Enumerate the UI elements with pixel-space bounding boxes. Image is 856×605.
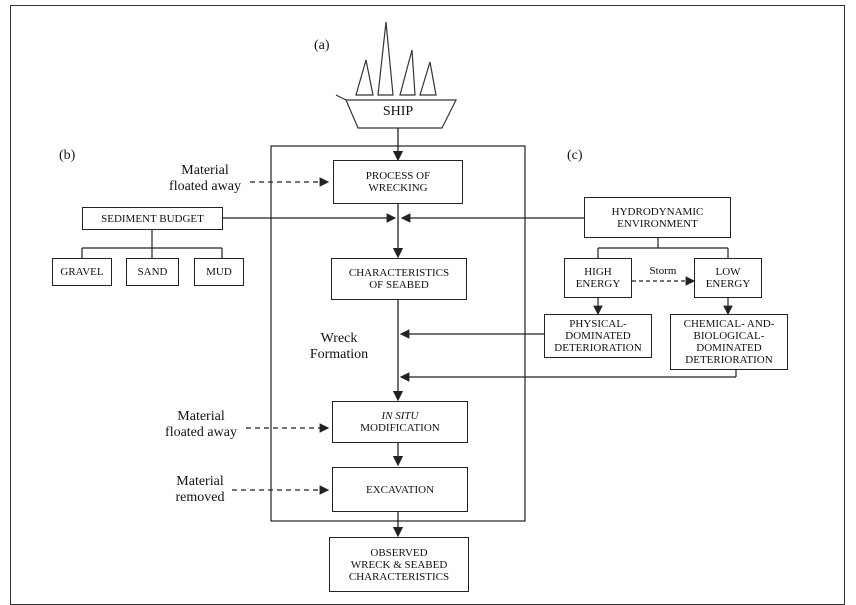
wreck-formation-label: Wreck Formation: [299, 331, 379, 363]
chemical-line-2: BIOLOGICAL-: [693, 330, 765, 342]
high-energy-box: HIGH ENERGY: [564, 258, 632, 298]
material-removed-label: Material removed: [175, 474, 225, 505]
hydrodynamic-line-1: HYDRODYNAMIC: [611, 205, 704, 218]
ship-icon: [335, 21, 457, 129]
high-energy-line-2: ENERGY: [575, 278, 621, 290]
gravel-box: GRAVEL: [52, 258, 112, 286]
physical-line-3: DETERIORATION: [554, 342, 642, 354]
physical-line-1: PHYSICAL-: [569, 318, 627, 330]
observed-line-3: CHARACTERISTICS: [348, 570, 450, 583]
panel-label-c: (c): [567, 148, 583, 163]
sand-box: SAND: [126, 258, 179, 286]
physical-line-2: DOMINATED: [565, 330, 631, 342]
characteristics-line-2: OF SEABED: [369, 279, 429, 291]
physical-deterioration-box: PHYSICAL- DOMINATED DETERIORATION: [544, 314, 652, 358]
chemical-line-1: CHEMICAL- AND-: [683, 318, 775, 330]
chemical-line-4: DETERIORATION: [685, 354, 773, 366]
chemical-line-3: DOMINATED: [696, 342, 762, 354]
low-energy-line-1: LOW: [715, 266, 741, 278]
observed-line-1: OBSERVED: [370, 546, 428, 559]
material-floated-away-label-1: Material floated away: [169, 163, 241, 194]
process-of-wrecking-line-1: PROCESS OF: [365, 170, 431, 182]
in-situ-modification-box: IN SITU MODIFICATION: [332, 401, 468, 443]
observed-line-2: WRECK & SEABED: [350, 558, 448, 571]
storm-label: Storm: [649, 265, 677, 277]
sediment-budget-box: SEDIMENT BUDGET: [82, 207, 223, 230]
low-energy-line-2: ENERGY: [705, 278, 751, 290]
in-situ-line-2: MODIFICATION: [360, 422, 440, 434]
chemical-biological-deterioration-box: CHEMICAL- AND- BIOLOGICAL- DOMINATED DET…: [670, 314, 788, 370]
mud-box: MUD: [194, 258, 244, 286]
characteristics-of-seabed-box: CHARACTERISTICS OF SEABED: [331, 258, 467, 300]
high-energy-line-1: HIGH: [584, 266, 612, 278]
panel-label-a: (a): [314, 38, 330, 53]
excavation-box: EXCAVATION: [332, 467, 468, 512]
wreck-formation-line-1: Wreck: [320, 331, 358, 346]
material-floated-away-label-2: Material floated away: [165, 409, 237, 440]
in-situ-line-1: IN SITU: [381, 410, 419, 422]
characteristics-line-1: CHARACTERISTICS: [348, 267, 450, 279]
panel-label-b: (b): [59, 148, 76, 163]
process-of-wrecking-line-2: WRECKING: [368, 182, 428, 194]
hydrodynamic-environment-box: HYDRODYNAMIC ENVIRONMENT: [584, 197, 731, 238]
observed-characteristics-box: OBSERVED WRECK & SEABED CHARACTERISTICS: [329, 537, 469, 592]
hydrodynamic-line-2: ENVIRONMENT: [617, 217, 698, 230]
ship-label: SHIP: [382, 104, 414, 119]
process-of-wrecking-box: PROCESS OF WRECKING: [333, 160, 463, 204]
low-energy-box: LOW ENERGY: [694, 258, 762, 298]
wreck-formation-line-2: Formation: [309, 347, 369, 362]
